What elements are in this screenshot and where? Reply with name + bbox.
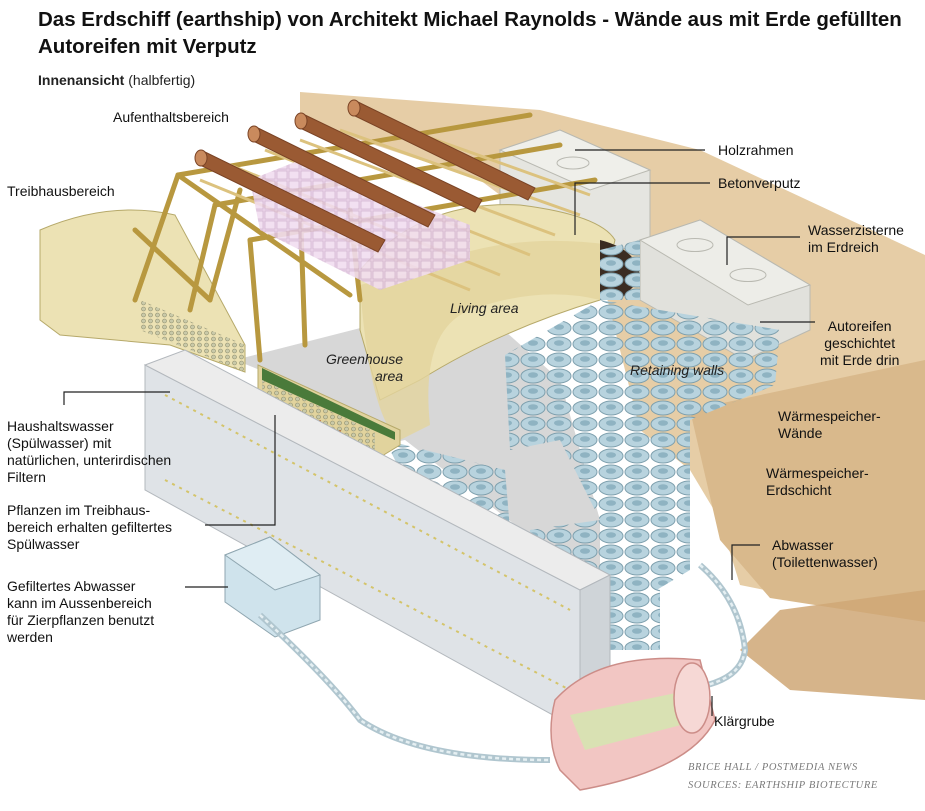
credit-author: BRICE HALL / POSTMEDIA NEWS: [688, 762, 858, 773]
label-text: natürlichen, unterirdischen: [7, 452, 172, 468]
label-waermespeicher-erdschicht: Wärmespeicher-Erdschicht: [766, 465, 869, 499]
area-text: area: [375, 368, 404, 384]
label-text: Wärmespeicher-: [766, 465, 869, 481]
label-text: Betonverputz: [718, 175, 801, 191]
label-text: kann im Aussenbereich: [7, 595, 152, 611]
label-text: mit Erde drin: [820, 352, 900, 368]
label-text: Spülwasser: [7, 536, 80, 552]
earth-berm: [300, 92, 925, 700]
area-living: Living area: [450, 300, 519, 317]
credit-text: SOURCES: EARTHSHIP BIOTECTURE: [688, 780, 878, 791]
label-text: Wasserzisterne: [808, 222, 904, 238]
label-pflanzen: Pflanzen im Treibhaus-bereich erhalten g…: [7, 502, 172, 553]
label-text: Autoreifen: [827, 318, 892, 334]
label-text: Erdschicht: [766, 482, 832, 498]
label-text: geschichtet: [824, 335, 896, 351]
area-text: Retaining walls: [630, 362, 725, 378]
label-text: bereich erhalten gefiltertes: [7, 519, 172, 535]
subtitle-bold: Innenansicht: [38, 72, 125, 88]
label-text: für Zierpflanzen benutzt: [7, 612, 155, 628]
label-text: Abwasser: [772, 537, 834, 553]
credit-sources: SOURCES: EARTHSHIP BIOTECTURE: [688, 780, 878, 791]
label-holzrahmen: Holzrahmen: [718, 142, 793, 159]
retaining-walls: [385, 240, 780, 650]
septic-tank: [550, 657, 716, 791]
area-text: Greenhouse: [325, 351, 404, 367]
label-aufenthaltsbereich: Aufenthaltsbereich: [113, 109, 229, 126]
area-retaining-walls: Retaining walls: [630, 362, 724, 379]
leader-lines: [63, 149, 815, 716]
label-text: Holzrahmen: [718, 142, 794, 158]
roof-rack: [250, 160, 470, 290]
page-title: Das Erdschiff (earthship) von Architekt …: [38, 8, 902, 58]
log-beams: [194, 99, 536, 253]
area-text: Living area: [450, 300, 519, 316]
label-betonverputz: Betonverputz: [718, 175, 801, 192]
label-text: werden: [7, 629, 53, 645]
label-text: (Toilettenwasser): [772, 554, 878, 570]
label-text: Pflanzen im Treibhaus-: [7, 502, 151, 518]
label-treibhausbereich: Treibhausbereich: [7, 183, 115, 200]
subtitle: Innenansicht (halbfertig): [38, 72, 195, 88]
label-klaergrube: Klärgrube: [714, 713, 775, 730]
label-text: Aufenthaltsbereich: [113, 109, 229, 125]
label-abwasser: Abwasser(Toilettenwasser): [772, 537, 878, 571]
label-text: Haushaltswasser: [7, 418, 114, 434]
credit-text: BRICE HALL / POSTMEDIA NEWS: [688, 762, 858, 773]
subtitle-normal: (halbfertig): [128, 72, 196, 88]
label-text: Wände: [778, 425, 823, 441]
label-text: Treibhausbereich: [7, 183, 115, 199]
label-text: im Erdreich: [808, 239, 879, 255]
label-text: Wärmespeicher-: [778, 408, 881, 424]
label-text: Filtern: [7, 469, 46, 485]
label-waermespeicher-waende: Wärmespeicher-Wände: [778, 408, 881, 442]
cistern-front: [638, 219, 812, 361]
label-text: Klärgrube: [714, 713, 775, 729]
label-text: (Spülwasser) mit: [7, 435, 112, 451]
outdoor-planter: [223, 536, 322, 638]
label-text: Gefiltertes Abwasser: [7, 578, 136, 594]
